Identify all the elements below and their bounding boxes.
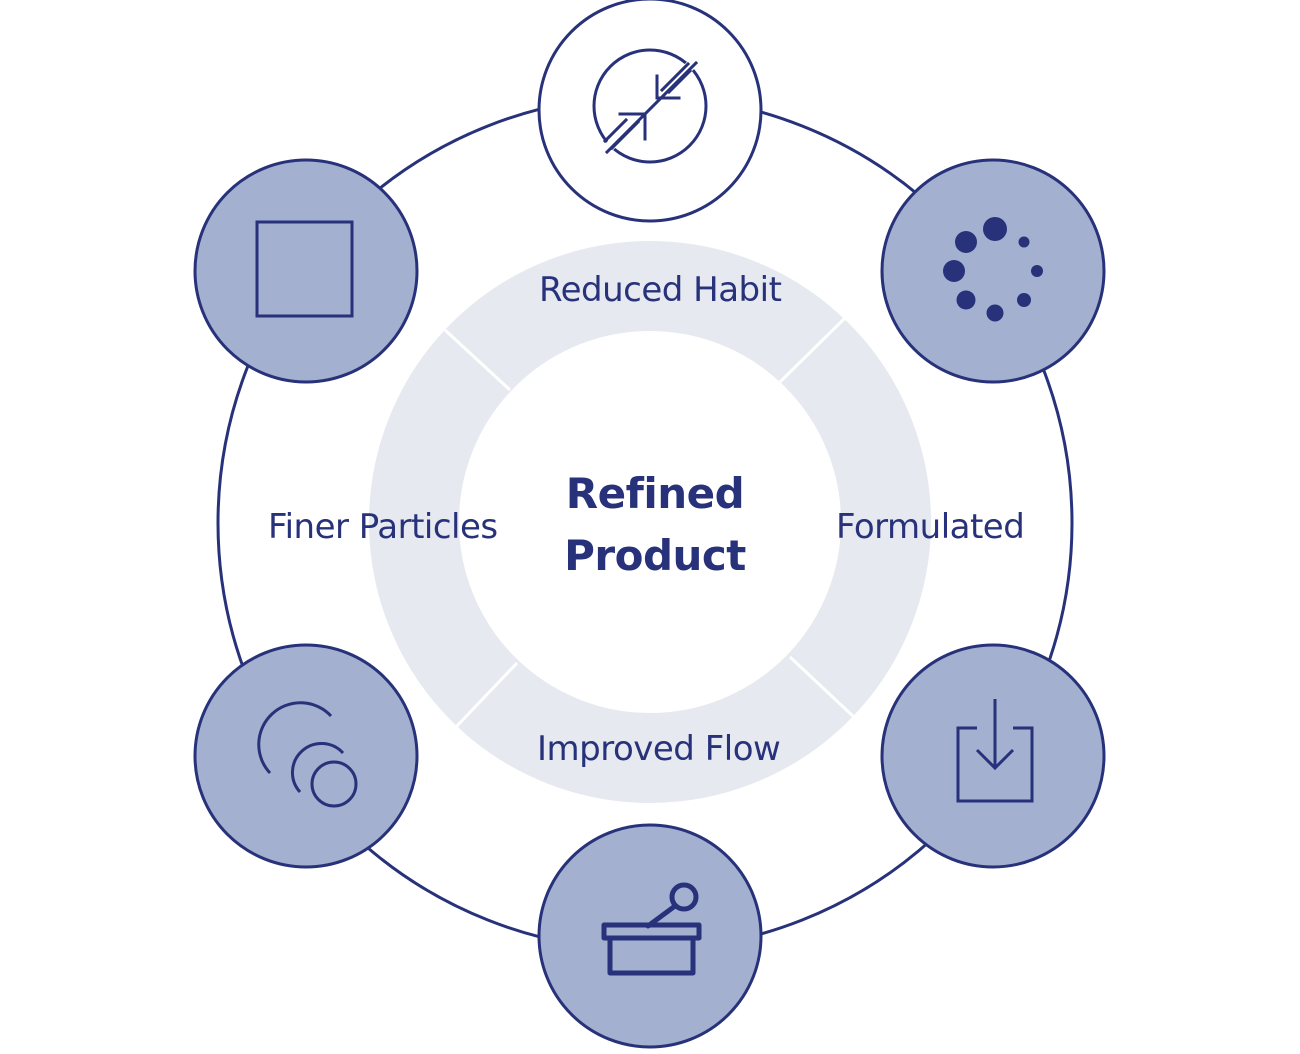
square-icon (255, 220, 354, 318)
segment-ring (369, 241, 931, 803)
segment-dividers (443, 316, 857, 730)
center-title-line-1: Refined (565, 469, 745, 518)
center-title-line-2: Product (564, 531, 746, 580)
segment-label-left: Finer Particles (268, 507, 498, 547)
overlapping-circles-icon (257, 701, 358, 808)
compress-arrows-icon (592, 48, 708, 164)
node-lower-left (193, 643, 419, 869)
download-tray-icon (956, 699, 1034, 803)
mortar-pestle-icon (601, 882, 702, 976)
segment-label-top: Reduced Habit (539, 270, 782, 310)
node-bottom (537, 823, 763, 1049)
dots-spinner-icon (943, 217, 1043, 322)
node-upper-left (193, 158, 419, 384)
center-title: Refined Product (520, 463, 790, 587)
node-top (537, 0, 763, 223)
segment-label-bottom: Improved Flow (537, 729, 781, 769)
node-lower-right (880, 643, 1106, 869)
node-upper-right (880, 158, 1106, 384)
segment-label-right: Formulated (836, 507, 1025, 547)
